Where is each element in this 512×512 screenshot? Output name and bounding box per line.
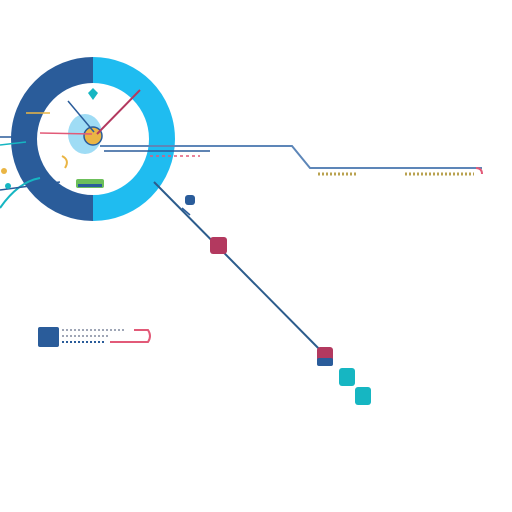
node-small-navy (185, 195, 195, 205)
edge-dot-teal (5, 183, 11, 189)
legend-entry (38, 327, 151, 347)
route-diagonal (153, 181, 331, 361)
drop-icon (88, 88, 98, 100)
connector-teal-left (0, 141, 27, 146)
arc-accent (61, 155, 68, 169)
edge-dot-gold (1, 168, 7, 174)
green-bar-underline (78, 184, 102, 187)
node-crimson (210, 237, 227, 254)
node-teal-2 (355, 387, 371, 405)
ring-segment-right (92, 57, 175, 221)
center-node (83, 126, 103, 146)
connector-pink-left (39, 132, 93, 135)
ring-segment-left (11, 57, 94, 221)
node-teal-1 (339, 368, 355, 386)
connector-lines (0, 89, 483, 361)
route-end-hook (475, 167, 483, 175)
route-main (100, 145, 482, 169)
node-crimson-navy-base (317, 358, 333, 366)
diagonal-tick (181, 207, 191, 216)
ring-chart (11, 57, 175, 221)
connector-navy-curve (0, 181, 61, 191)
legend-square (38, 327, 59, 347)
connector-crimson (96, 89, 141, 135)
legend-pink-bracket (110, 329, 151, 343)
connector-navy-up (67, 100, 95, 133)
